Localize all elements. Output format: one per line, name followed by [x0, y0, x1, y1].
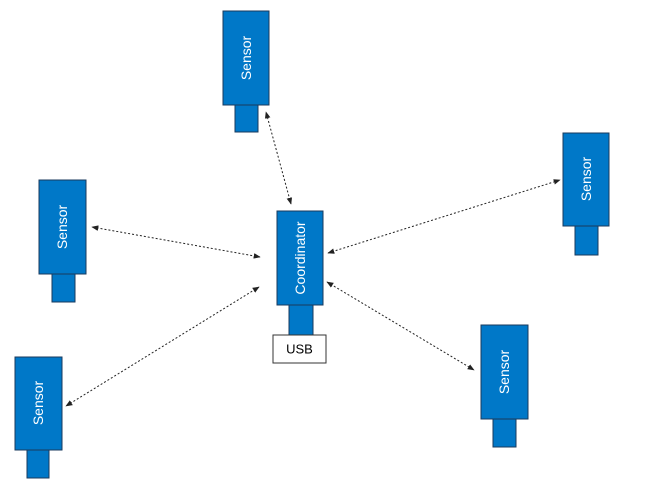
sensor-node-bottom-right: Sensor	[480, 324, 529, 448]
sensor-label: Sensor	[578, 156, 594, 201]
sensor-plug	[26, 449, 50, 479]
sensor-plug	[574, 225, 599, 256]
sensor-node-bottom-left: Sensor	[14, 356, 63, 479]
coordinator-node: Coordinator USB	[272, 210, 327, 364]
sensor-body	[222, 10, 270, 106]
sensor-node-right: Sensor	[562, 132, 610, 256]
link-sensor-top	[264, 111, 293, 205]
link-sensor-left	[91, 225, 261, 259]
usb-port-box	[272, 334, 327, 364]
sensor-node-left: Sensor	[38, 179, 87, 303]
sensor-node-top: Sensor	[222, 10, 270, 133]
sensor-plug	[51, 273, 76, 303]
sensor-body	[562, 132, 610, 227]
sensor-label: Sensor	[30, 380, 46, 425]
link-sensor-bottom-right	[326, 281, 475, 371]
sensor-plug	[492, 418, 517, 448]
link-sensor-bottom-left	[65, 286, 260, 407]
link-sensor-right	[327, 179, 561, 254]
coordinator-plug	[288, 304, 314, 336]
sensor-plug	[234, 104, 259, 133]
usb-port-label: USB	[286, 342, 313, 357]
sensor-label: Sensor	[496, 349, 512, 394]
sensor-label: Sensor	[54, 204, 70, 249]
coordinator-label: Coordinator	[292, 221, 308, 294]
coordinator-body	[276, 210, 324, 306]
sensor-body	[14, 356, 63, 451]
sensor-label: Sensor	[238, 35, 254, 80]
sensor-body	[38, 179, 87, 275]
